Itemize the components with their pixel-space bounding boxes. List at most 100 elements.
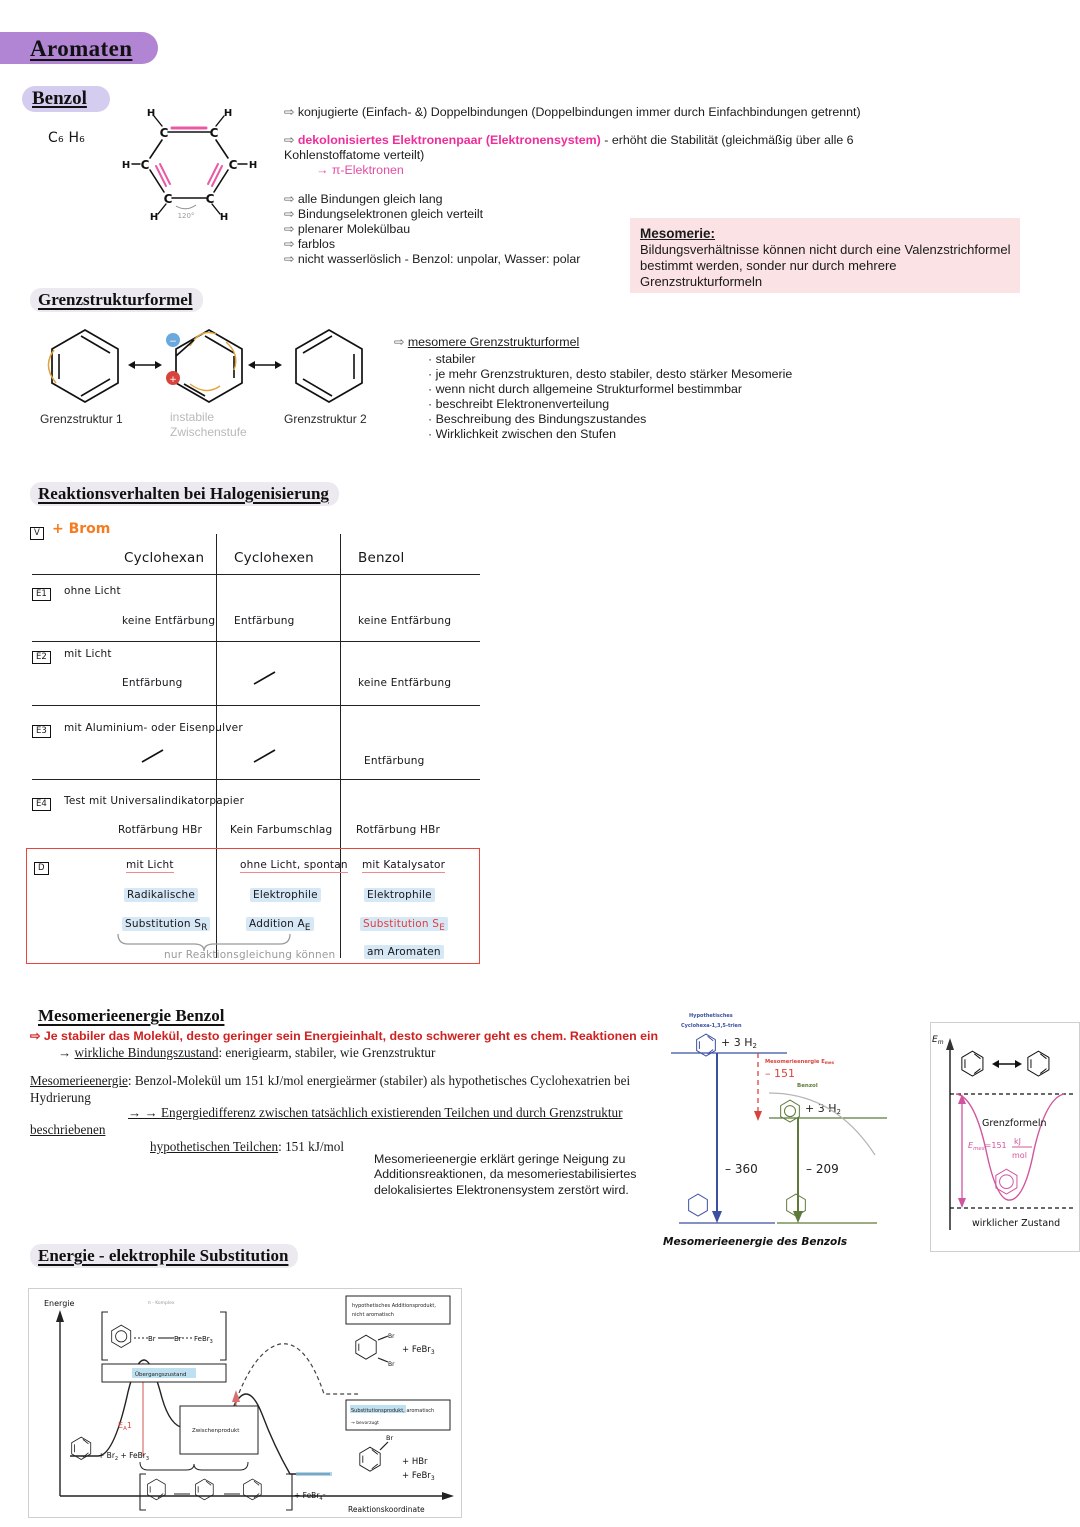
mesomerie-box-line-1: Bildungsverhältnisse können nicht durch …: [640, 242, 1011, 257]
section-heading-elektrophile-substitution: Energie - elektrophile Substitution: [30, 1244, 299, 1268]
grenzstruktur-2-caption: Grenzstruktur 2: [284, 412, 367, 426]
hypo-product-febr3: + FeBr3: [402, 1345, 435, 1356]
table-cell-e2-cyclohexan: Entfärbung: [122, 677, 183, 689]
conclusion-type-benzol: Elektrophile: [364, 888, 435, 902]
table-row-label-e2: mit Licht: [64, 648, 112, 660]
reaktionskoordinate-axis-label: Reaktionskoordinate: [348, 1505, 425, 1514]
hypo-product-label-1: hypothetisches Additionsprodukt,: [352, 1303, 436, 1309]
value-left-360: – 360: [725, 1162, 758, 1176]
table-row-tag-e3: E3: [32, 720, 51, 738]
svg-text:C: C: [164, 192, 173, 206]
resonance-arrow-2-icon: [248, 358, 282, 372]
table-vline-2: [340, 534, 341, 958]
mesomerieenergie-definition-2: Hydrierung: [30, 1090, 91, 1105]
svg-text:H: H: [249, 160, 257, 171]
table-row-tag-e1: E1: [32, 583, 51, 601]
conclusion-brace-icon: [116, 932, 292, 952]
table-row-label-e3: mit Aluminium- oder Eisenpulver: [64, 722, 243, 734]
instabile-zwischenstufe-diagram: − +: [166, 326, 250, 404]
table-cell-e4-cyclohexen: Kein Farbumschlag: [230, 824, 333, 836]
table-hline-2: [32, 705, 480, 706]
svg-text:−: −: [169, 337, 177, 347]
grenzstruktur-1-diagram: [44, 326, 126, 404]
table-col-header-cyclohexan: Cyclohexan: [124, 550, 205, 566]
hypothetical-label-1: Hypothetisches: [689, 1013, 733, 1019]
svg-text:H: H: [224, 108, 232, 119]
table-cell-e3-cyclohexan: [140, 748, 166, 764]
benzol-title: Benzol: [32, 88, 87, 109]
hypo-br-1: Br: [388, 1333, 395, 1340]
mesomerieenergie-definition: Mesomerieenergie: Benzol-Molekül um 151 …: [30, 1073, 631, 1088]
table-cell-e3-benzol: Entfärbung: [364, 755, 425, 767]
benzol-property-3: ⇨ plenarer Molekülbau: [284, 222, 411, 236]
br-label-2: Br: [174, 1335, 182, 1343]
table-cell-e1-cyclohexen: Entfärbung: [234, 615, 295, 627]
mesomere-list-item-2: · je mehr Grenzstrukturen, desto stabile…: [428, 367, 793, 381]
mesomerieenergie-arrow-line-3: hypothetischen Teilchen: 151 kJ/mol: [150, 1139, 345, 1154]
resonance-arrow-1-icon: [128, 358, 162, 372]
hypo-product-label-2: nicht aromatisch: [352, 1312, 394, 1318]
sigma-complex-counterion: + FeBr4–: [294, 1491, 326, 1502]
section-heading-reaktionsverhalten: Reaktionsverhalten bei Halogenisierung: [30, 482, 339, 506]
wirklicher-zustand-label: wirklicher Zustand: [972, 1218, 1060, 1229]
ea1-label: EA1: [118, 1421, 132, 1432]
table-cell-e4-benzol: Rotfärbung HBr: [356, 824, 441, 836]
conclusion-extra-benzol: am Aromaten: [364, 945, 444, 959]
subst-product-hbr: + HBr: [402, 1457, 428, 1467]
table-row-label-e1: ohne Licht: [64, 585, 121, 597]
subst-br-label: Br: [386, 1434, 393, 1442]
arrow-glyph: ⇨: [284, 105, 298, 119]
mesomere-list-item-1: · stabiler: [428, 352, 476, 366]
benzol-highlight-line-2: Kohlenstoffatome verteilt): [284, 148, 425, 162]
em-axis-label: Em: [932, 1035, 944, 1046]
benzol-property-1: ⇨ alle Bindungen gleich lang: [284, 192, 443, 206]
mesomerieenergie-arrow-label: Mesomerieenergie Emes: [765, 1059, 835, 1065]
mesomere-list-item-6: · Wirklichkeit zwischen den Stufen: [428, 427, 617, 441]
figure-caption-mesomerieenergie: Mesomerieenergie des Benzols: [663, 1236, 847, 1248]
svg-text:H: H: [147, 108, 155, 119]
emes-unit-num: kJ: [1014, 1137, 1021, 1146]
conclusion-mechanism-cyclohexen: Addition AE: [246, 917, 314, 933]
table-cell-e4-cyclohexan: Rotfärbung HBr: [118, 824, 203, 836]
subst-product-label-1: Substitutionsprodukt, aromatisch: [351, 1408, 434, 1414]
svg-text:H: H: [220, 212, 228, 223]
table-hline-3: [32, 779, 480, 780]
grenzformeln-label: Grenzformeln: [982, 1118, 1047, 1129]
mesomerieenergie-arrow-line: → → Engergiedifferenz zwischen tatsächli…: [128, 1105, 623, 1120]
hypothetical-label-2: Cyclohexa-1,3,5-trien: [681, 1023, 742, 1029]
table-col-header-cyclohexen: Cyclohexen: [234, 550, 314, 566]
mesomerieenergie-note-box: Mesomerieenergie erklärt geringe Neigung…: [374, 1152, 637, 1197]
febr3-label-1: FeBr3: [194, 1335, 213, 1345]
plus-3h2-benzol: + 3 H2: [805, 1102, 841, 1116]
uebergangszustand-label: Übergangszustand: [135, 1371, 187, 1378]
experiment-title: + Brom: [52, 521, 111, 537]
mesomerie-definition-box: Mesomerie: Bildungsverhältnisse können n…: [630, 218, 1020, 293]
benzol-structure-diagram: C C C C C C H H H H H H 120°: [122, 108, 257, 223]
experiment-tag: V: [30, 522, 44, 540]
section-heading-grenzstrukturformel: Grenzstrukturformel: [30, 288, 203, 312]
start-reactants-label: + Br2 + FeBr3: [98, 1451, 149, 1462]
grenzstruktur-1-caption: Grenzstruktur 1: [40, 412, 123, 426]
table-col-header-benzol: Benzol: [358, 550, 405, 566]
table-row-tag-e4: E4: [32, 793, 51, 811]
svg-text:C: C: [229, 158, 238, 172]
benzol-property-2: ⇨ Bindungselektronen gleich verteilt: [284, 207, 484, 221]
conclusion-mechanism-cyclohexan: Substitution SR: [122, 917, 211, 933]
svg-text:C: C: [141, 158, 150, 172]
grenzformeln-figure-frame: [930, 1022, 1080, 1252]
instabile-zwischenstufe-caption: instabile Zwischenstufe: [170, 410, 247, 439]
benzol-badge: [22, 86, 110, 112]
conclusion-brace-note: nur Reaktionsgleichung können: [164, 949, 336, 961]
pi-electrons-line: → π-Elektronen: [316, 163, 404, 177]
subst-product-febr3: + FeBr3: [402, 1471, 435, 1482]
mesomere-list-heading: ⇨ mesomere Grenzstrukturformel: [394, 335, 580, 349]
conclusion-type-cyclohexan: Radikalische: [124, 888, 199, 902]
value-right-209: – 209: [806, 1162, 839, 1176]
conclusion-condition-cyclohexan: mit Licht: [126, 859, 174, 873]
mesomerieenergie-arrow-line-2: beschriebenen: [30, 1122, 106, 1137]
benzol-property-5: ⇨ nicht wasserlöslich - Benzol: unpolar,…: [284, 252, 581, 266]
conclusion-tag: D: [34, 857, 49, 875]
benzol-molecular-formula: C₆ H₆: [48, 130, 85, 146]
resonance-arrow-icon: [992, 1060, 1022, 1068]
table-cell-e1-cyclohexan: keine Entfärbung: [122, 615, 216, 627]
